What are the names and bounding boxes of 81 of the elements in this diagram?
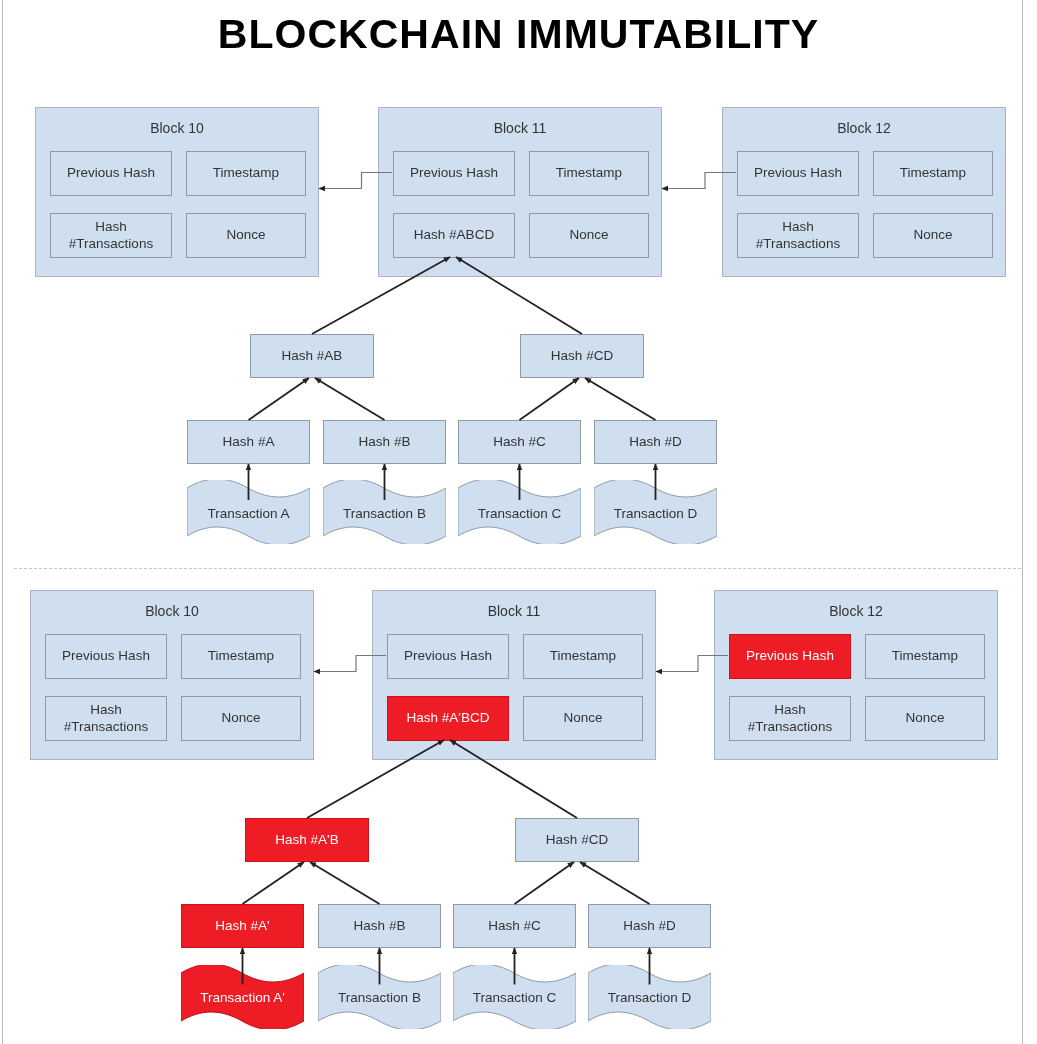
arrow: [655, 654, 729, 675]
hash-box: Timestamp: [186, 151, 306, 196]
block-panel: [35, 107, 319, 277]
hash-box: Nonce: [186, 213, 306, 258]
block-title: Block 12: [829, 602, 883, 621]
arrow: [584, 377, 657, 421]
block-title: Block 11: [493, 119, 547, 138]
hash-box: Nonce: [865, 696, 985, 741]
hash-box: Hash #B: [323, 420, 446, 464]
hash-box: Hash #Transactions: [50, 213, 172, 258]
block-panel: [714, 590, 998, 760]
diagram-title: BLOCKCHAIN IMMUTABILITY: [217, 14, 820, 55]
transaction-shape: Transaction D: [594, 480, 717, 544]
hash-box: Hash #C: [453, 904, 576, 948]
hash-box: Hash #A'BCD: [387, 696, 509, 741]
hash-box: Hash #A: [187, 420, 310, 464]
arrow: [381, 463, 388, 501]
block-title: Block 10: [150, 119, 204, 138]
hash-box: Hash #A': [181, 904, 304, 948]
arrow: [239, 947, 246, 986]
hash-box: Hash #C: [458, 420, 581, 464]
transaction-shape: Transaction C: [453, 964, 576, 1029]
arrow: [309, 861, 381, 905]
hash-box: Timestamp: [529, 151, 649, 196]
hash-box: Nonce: [181, 696, 301, 741]
arrow: [313, 654, 387, 675]
transaction-shape: Transaction A: [187, 480, 310, 544]
hash-box: Timestamp: [523, 634, 643, 679]
hash-box: Timestamp: [873, 151, 993, 196]
hash-box: Hash #AB: [250, 334, 374, 378]
hash-box: Previous Hash: [729, 634, 851, 679]
hash-box: Hash #ABCD: [393, 213, 515, 258]
hash-box: Previous Hash: [45, 634, 167, 679]
transaction-shape: Transaction C: [458, 480, 581, 544]
arrow: [511, 947, 518, 986]
hash-box: Previous Hash: [393, 151, 515, 196]
transaction-shape: Transaction D: [588, 964, 711, 1029]
hash-box: Hash #CD: [515, 818, 639, 862]
block-title: Block 11: [487, 602, 541, 621]
hash-box: Hash #B: [318, 904, 441, 948]
hash-box: Nonce: [529, 213, 649, 258]
transaction-shape: Transaction B: [323, 480, 446, 544]
block-panel: [30, 590, 314, 760]
arrow: [579, 861, 651, 905]
transaction-shape: Transaction A': [181, 964, 304, 1029]
hash-box: Nonce: [873, 213, 993, 258]
arrow: [314, 377, 386, 421]
arrow: [306, 739, 445, 819]
hash-box: Timestamp: [865, 634, 985, 679]
arrow: [449, 739, 578, 819]
hash-box: Nonce: [523, 696, 643, 741]
arrow: [646, 947, 653, 986]
arrow: [661, 171, 737, 192]
arrow: [513, 861, 575, 905]
arrow: [318, 171, 393, 192]
hash-box: Timestamp: [181, 634, 301, 679]
hash-box: Hash #Transactions: [729, 696, 851, 741]
hash-box: Previous Hash: [737, 151, 859, 196]
block-title: Block 10: [145, 602, 199, 621]
arrow: [311, 256, 451, 335]
arrow: [518, 377, 580, 421]
arrow: [241, 861, 305, 905]
arrow: [245, 463, 252, 501]
hash-box: Previous Hash: [387, 634, 509, 679]
arrow: [516, 463, 523, 501]
hash-box: Hash #D: [594, 420, 717, 464]
arrow: [455, 256, 583, 335]
block-panel: [722, 107, 1006, 277]
block-panel: [372, 590, 656, 760]
hash-box: Hash #A'B: [245, 818, 369, 862]
hash-box: Hash #Transactions: [45, 696, 167, 741]
transaction-shape: Transaction B: [318, 964, 441, 1029]
hash-box: Hash #D: [588, 904, 711, 948]
block-panel: [378, 107, 662, 277]
arrow: [652, 463, 659, 501]
arrow: [247, 377, 310, 421]
block-title: Block 12: [837, 119, 891, 138]
hash-box: Hash #CD: [520, 334, 644, 378]
arrow: [376, 947, 383, 986]
hash-box: Previous Hash: [50, 151, 172, 196]
hash-box: Hash #Transactions: [737, 213, 859, 258]
